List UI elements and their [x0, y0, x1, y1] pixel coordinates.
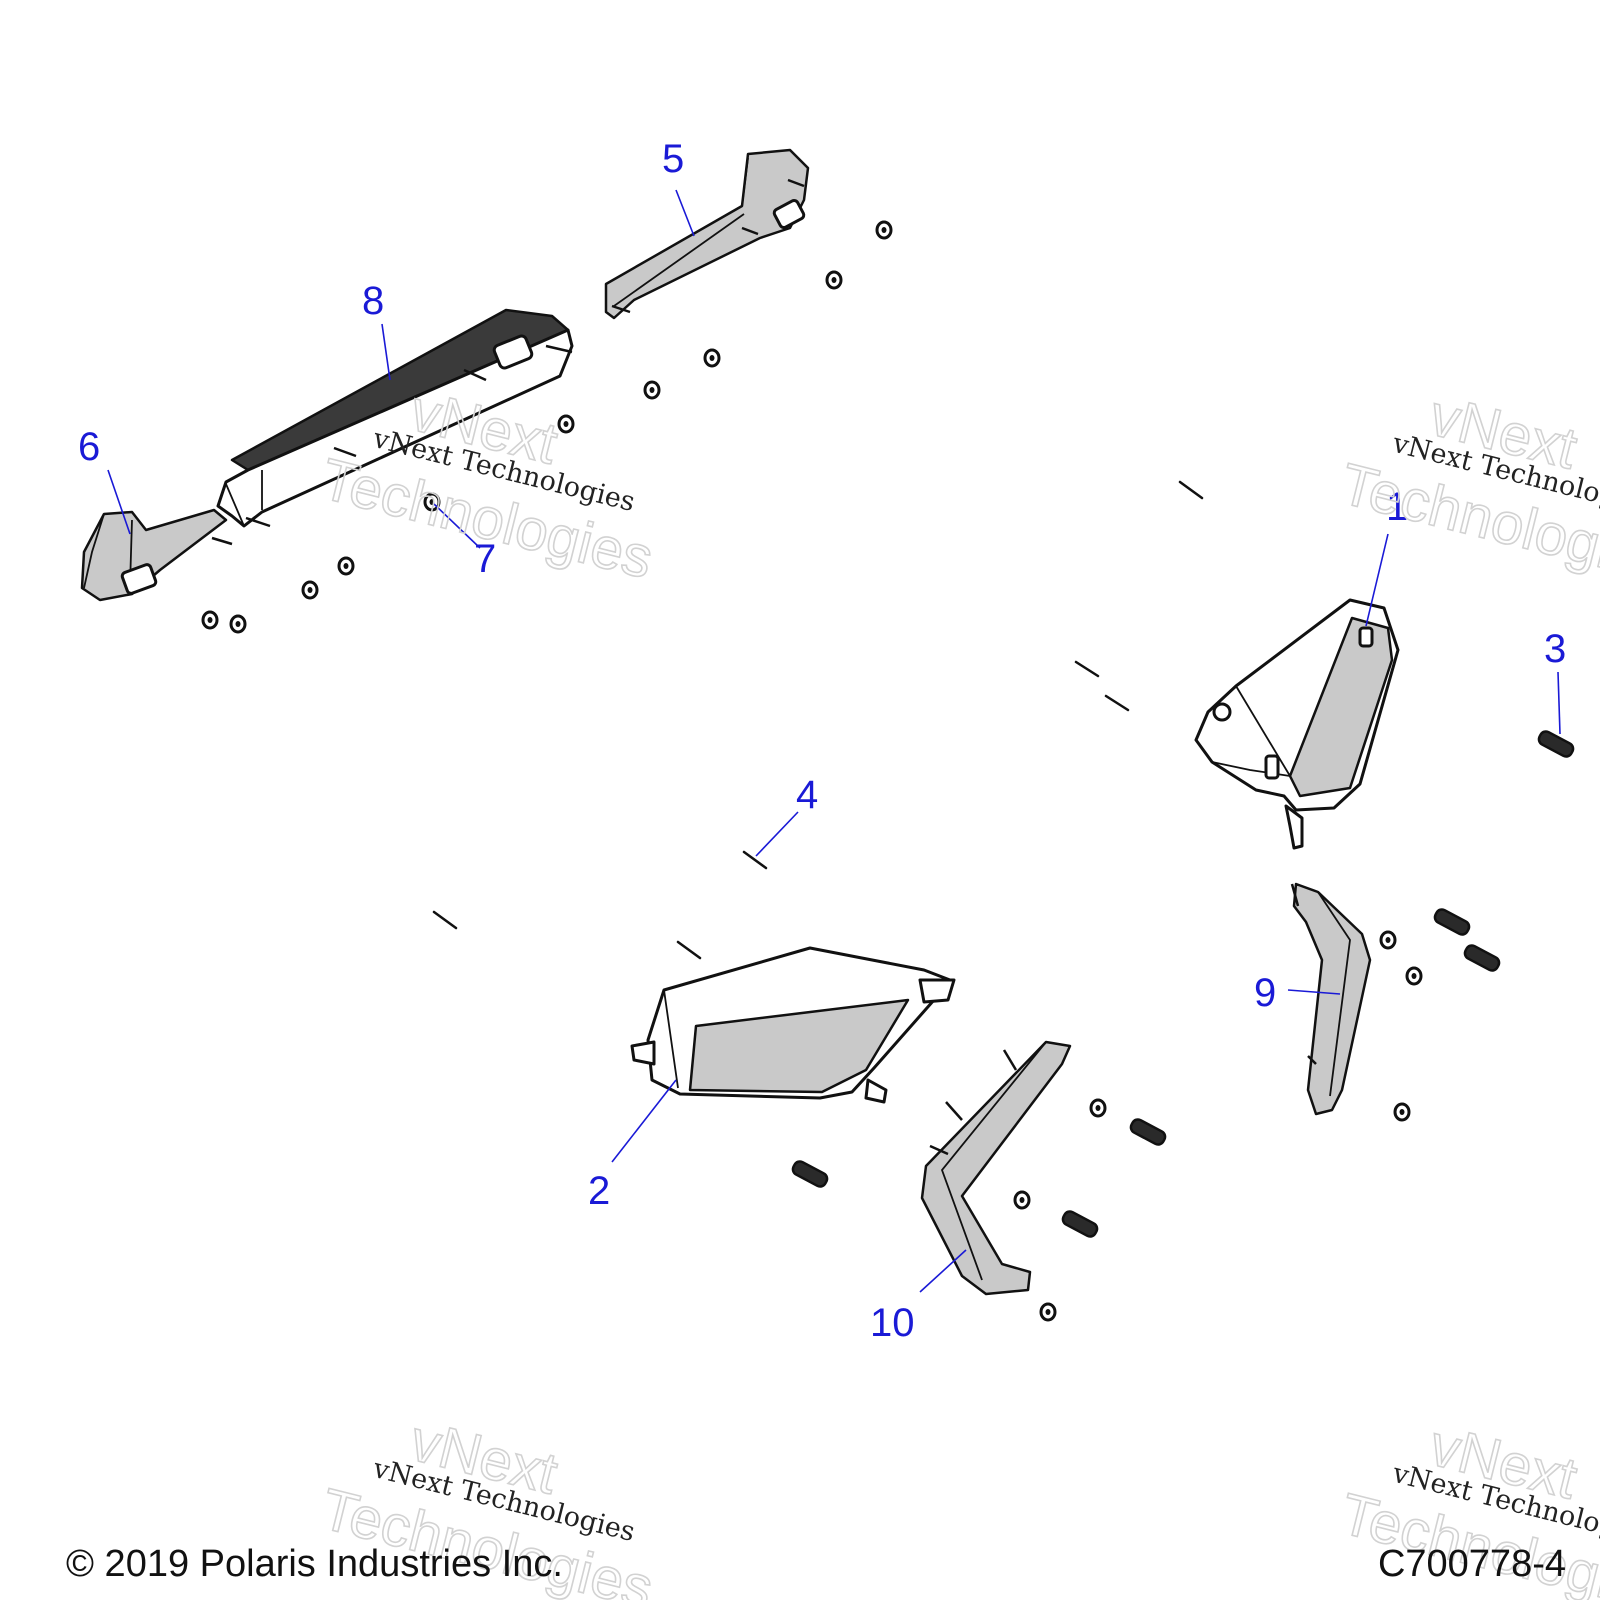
- screw: [1178, 480, 1204, 500]
- drawing-number: C700778-4: [1377, 1543, 1566, 1585]
- leader-4: [755, 811, 799, 857]
- nut: [703, 348, 721, 368]
- spring: [1463, 944, 1501, 972]
- part-6-end-bracket: [80, 508, 233, 602]
- nut: [557, 414, 575, 434]
- spring: [1433, 908, 1471, 936]
- callout-labels: 1 2 3 4 5 6 7 8 9 10: [78, 137, 1566, 1345]
- part-5-bracket: [604, 148, 810, 320]
- spring: [1061, 1210, 1099, 1238]
- callout-5: 5: [662, 137, 684, 181]
- leader-8: [381, 323, 391, 381]
- copyright-notice: © 2019 Polaris Industries Inc.: [66, 1543, 563, 1585]
- screw: [742, 850, 768, 870]
- nut-group: [201, 220, 1423, 1322]
- nut: [1089, 1098, 1107, 1118]
- part-1-headlight-right: [1194, 598, 1400, 850]
- spring: [1129, 1118, 1167, 1146]
- nut: [301, 580, 319, 600]
- spring: [1537, 730, 1575, 758]
- callout-2: 2: [588, 1169, 610, 1213]
- callout-7: 7: [474, 537, 496, 581]
- part-8-light-bar: [216, 308, 574, 528]
- nut: [875, 220, 893, 240]
- nut: [1039, 1302, 1057, 1322]
- leader-5: [675, 189, 695, 237]
- part-9-accent-trim: [1290, 882, 1372, 1116]
- nut: [337, 556, 355, 576]
- nut: [1013, 1190, 1031, 1210]
- callout-10: 10: [870, 1301, 915, 1345]
- nut: [1393, 1102, 1411, 1122]
- nut: [229, 614, 247, 634]
- leader-1: [1365, 533, 1389, 627]
- leader-6: [107, 469, 131, 535]
- leader-7: [433, 503, 481, 549]
- part-10-accent-trim: [920, 1040, 1072, 1296]
- leader-2: [611, 1079, 677, 1163]
- watermark-bottom-right: vNext Technologies vNext Technologies: [1334, 1412, 1600, 1600]
- callout-1: 1: [1386, 485, 1408, 529]
- callout-3: 3: [1544, 627, 1566, 671]
- screw: [676, 940, 702, 960]
- spring: [791, 1160, 829, 1188]
- leader-9: [1287, 989, 1341, 995]
- nut: [201, 610, 219, 630]
- callout-6: 6: [78, 425, 100, 469]
- leader-10: [919, 1249, 967, 1293]
- screw: [432, 910, 458, 930]
- part-2-headlight-left: [630, 946, 956, 1104]
- spring-group: [791, 730, 1575, 1238]
- nut: [1405, 966, 1423, 986]
- callout-4: 4: [796, 773, 818, 817]
- screw: [1104, 694, 1130, 712]
- callout-8: 8: [362, 279, 384, 323]
- leader-3: [1557, 671, 1561, 735]
- watermark-top-right: vNext Technologies vNext Technologies: [1334, 382, 1600, 597]
- nut: [643, 380, 661, 400]
- screw: [1074, 660, 1100, 678]
- screw-group: [432, 480, 1204, 960]
- nut: [825, 270, 843, 290]
- leader-lines: [107, 189, 1561, 1293]
- nut: [1379, 930, 1397, 950]
- callout-9: 9: [1254, 971, 1276, 1015]
